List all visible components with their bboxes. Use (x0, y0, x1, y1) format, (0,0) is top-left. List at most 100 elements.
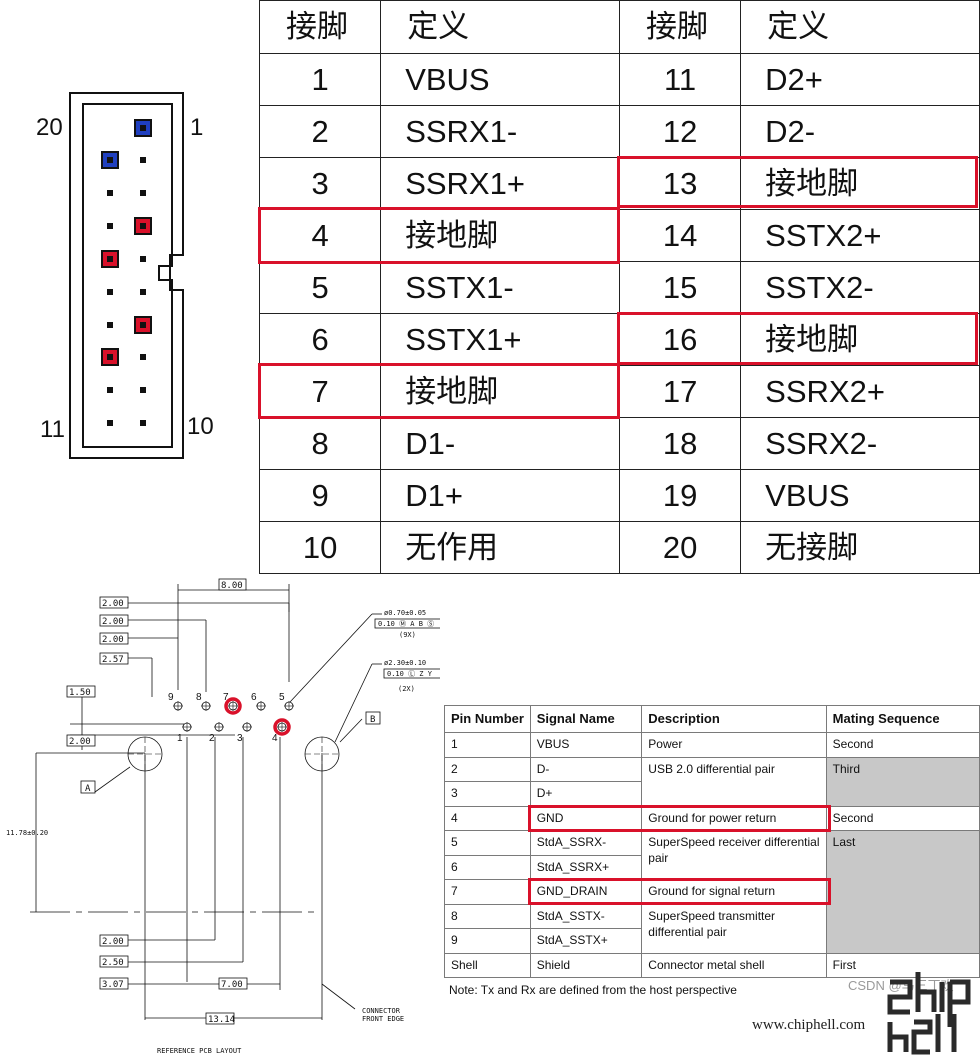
dim-bottom-2: 2.50 (102, 958, 124, 968)
hole-pin-number: 7 (223, 692, 229, 703)
dim-bottom-1314: 13.14 (208, 1015, 235, 1025)
pin-core (140, 223, 146, 229)
spec-cell: Shell (444, 952, 531, 978)
spec-cell: 7 (444, 879, 531, 905)
spec-cell: 8 (444, 903, 531, 929)
connector-pin (140, 289, 146, 295)
pinout-pin-definition: D2+ (740, 53, 980, 106)
spec-cell: Ground for power return (641, 805, 827, 831)
pinout-pin-number: 8 (258, 417, 382, 470)
pin-core (140, 125, 146, 131)
pin-core (107, 157, 113, 163)
pinout-pin-number: 7 (258, 365, 382, 418)
spec-cell: 1 (444, 732, 531, 758)
connector-pin (140, 190, 146, 196)
connector-pin-grid (101, 119, 152, 426)
mounting-hole-left (127, 736, 163, 772)
pinout-pin-number: 16 (618, 313, 742, 366)
datum-a: A (85, 784, 91, 794)
connector-pin (140, 157, 146, 163)
connector-pin (107, 190, 113, 196)
pinout-pin-definition: 无作用 (380, 521, 620, 574)
pinout-pin-definition: SSTX2- (740, 261, 980, 314)
highlight-hole-7 (224, 697, 242, 715)
spec-header-row: Pin Number Signal Name Description Matin… (444, 705, 980, 733)
pinout-pin-number: 9 (258, 469, 382, 522)
dim-height: 11.78±0.20 (6, 829, 48, 837)
connector-pin (140, 256, 146, 262)
connector-inner-shell (82, 103, 173, 448)
front-edge-line1: CONNECTOR (362, 1007, 401, 1015)
label-pin-20: 20 (36, 114, 63, 141)
spec-header-desc: Description (641, 705, 827, 733)
spec-header-signal: Signal Name (529, 705, 643, 733)
pinout-pin-definition: SSRX2+ (740, 365, 980, 418)
connector-pin (107, 223, 113, 229)
pinout-pin-number: 12 (618, 105, 742, 158)
pinout-pin-number: 2 (258, 105, 382, 158)
callout-hole-small-count: (9X) (399, 631, 416, 639)
table-row: 2 D- USB 2.0 differential pair Third (444, 756, 980, 807)
pin-core (107, 256, 113, 262)
chiphell-logo (887, 972, 971, 1055)
connector-pin (107, 322, 113, 328)
hole-pin-number: 8 (196, 692, 202, 703)
connector-pin (107, 420, 113, 426)
pinout-pin-definition: 接地脚 (380, 365, 620, 418)
spec-cell: First (825, 952, 980, 978)
pinout-pin-definition: 接地脚 (740, 157, 980, 210)
hole-pin-number: 5 (279, 692, 285, 703)
pinout-pin-definition: D1+ (380, 469, 620, 522)
dim-left-2: 2.00 (102, 617, 124, 627)
pinout-pin-number: 1 (258, 53, 382, 106)
pinout-pin-definition: 无接脚 (740, 521, 980, 574)
dim-top-8: 8.00 (221, 581, 243, 591)
pinout-pin-definition: 接地脚 (740, 313, 980, 366)
spec-cell: StdA_SSRX- (529, 830, 643, 856)
pinout-header-pin-right: 接脚 (618, 0, 742, 54)
label-pin-1: 1 (190, 114, 203, 141)
hole-pin-number: 3 (237, 733, 243, 744)
callout-hole-small: ø0.70±0.05 (384, 609, 426, 617)
spec-note: Note: Tx and Rx are defined from the hos… (449, 983, 737, 997)
pinout-pin-definition: SSTX2+ (740, 209, 980, 262)
connector-pin (140, 354, 146, 360)
hole-pin-number: 9 (168, 692, 174, 703)
dim-bottom-1: 2.00 (102, 937, 124, 947)
spec-cell: USB 2.0 differential pair (641, 756, 827, 807)
pcb-layout-title: REFERENCE PCB LAYOUT (157, 1047, 242, 1055)
pinout-pin-definition: SSTX1+ (380, 313, 620, 366)
dim-side-150: 1.50 (69, 688, 91, 698)
pinout-pin-definition: VBUS (380, 53, 620, 106)
pin-core (107, 354, 113, 360)
label-pin-10: 10 (187, 413, 214, 440)
spec-cell: Second (825, 805, 980, 831)
spec-cell: 5 (444, 830, 531, 856)
connector-pin (107, 387, 113, 393)
callout-hole-large-count: (2X) (398, 685, 415, 693)
spec-header-pin: Pin Number (444, 705, 531, 733)
pinout-pin-number: 17 (618, 365, 742, 418)
table-row: 1 VBUS Power Second (444, 732, 980, 758)
table-row: 6 StdA_SSRX+ (444, 854, 980, 880)
table-row: 9 StdA_SSTX+ (444, 928, 980, 954)
pinout-pin-definition: D2- (740, 105, 980, 158)
pinout-pin-number: 4 (258, 209, 382, 262)
dim-side-200: 2.00 (69, 737, 91, 747)
table-row: 3 D+ (444, 781, 980, 807)
front-edge-line2: FRONT EDGE (362, 1015, 404, 1023)
spec-cell: StdA_SSTX+ (529, 928, 643, 954)
connector-pin-diagram: 20 1 11 10 (36, 92, 214, 459)
dim-bottom-700: 7.00 (221, 980, 243, 990)
spec-cell: StdA_SSTX- (529, 903, 643, 929)
pinout-header-row: 接脚 定义 接脚 定义 (258, 0, 980, 54)
